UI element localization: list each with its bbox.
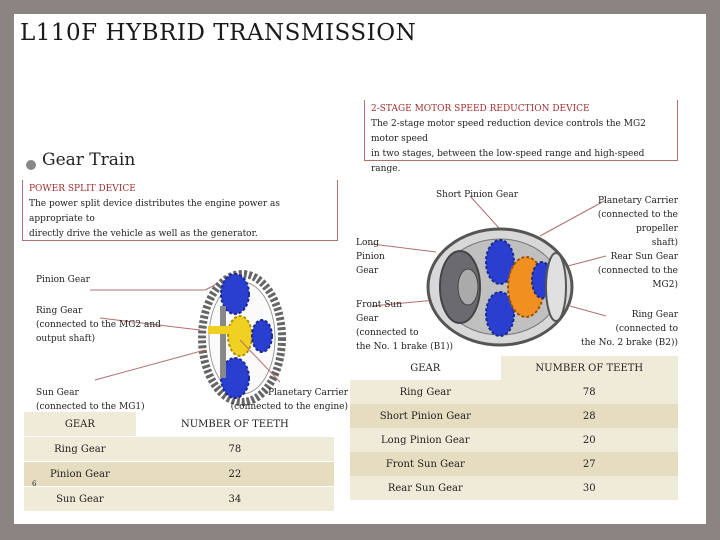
label-front-sun-l3: (connected to: [356, 328, 419, 338]
motor-box-heading: 2-STAGE MOTOR SPEED REDUCTION DEVICE: [371, 104, 590, 114]
pinion-bottom-shape: [220, 357, 250, 399]
table-cell-teeth: 28: [500, 404, 678, 428]
carrier-shaft-shape: [220, 306, 226, 378]
table-cell-teeth: 22: [135, 461, 334, 487]
pinion-top-shape: [220, 273, 250, 315]
table-header-teeth: NUMBER OF TEETH: [500, 356, 678, 380]
label-front-sun-gear: Front Sun Gear (connected to the No. 1 b…: [356, 298, 453, 354]
label-pinion-gear: Pinion Gear: [36, 275, 90, 285]
split-box-heading: POWER SPLIT DEVICE: [29, 184, 136, 194]
power-split-box: POWER SPLIT DEVICE The power split devic…: [22, 180, 338, 241]
label-carrier-right-l2: (connected to the propeller: [597, 210, 678, 234]
label-carrier-left-l1: Planetary Carrier: [267, 388, 348, 398]
table-cell-gear: Rear Sun Gear: [350, 476, 501, 500]
split-box-line2: directly drive the vehicle as well as th…: [29, 229, 258, 239]
table-cell-teeth: 20: [500, 428, 678, 452]
label-rear-sun-l1: Rear Sun Gear: [610, 252, 678, 262]
label-long-pinion-l2: Pinion: [356, 252, 385, 262]
label-ring-gear-l1: Ring Gear: [36, 306, 83, 316]
label-carrier-left-l2: (connected to the engine): [230, 402, 348, 412]
table-header-teeth: NUMBER OF TEETH: [135, 412, 334, 437]
label-sun-gear-l2: (connected to the MG1): [36, 402, 145, 412]
table-cell-teeth: 78: [135, 436, 334, 462]
table-cell-gear: Front Sun Gear: [350, 452, 501, 476]
table-row: Ring Gear 78: [24, 436, 334, 462]
motor-box-line1: The 2-stage motor speed reduction device…: [371, 119, 646, 144]
power-split-teeth-table: GEAR NUMBER OF TEETH Ring Gear 78 Pinion…: [24, 412, 334, 512]
table-cell-gear: Long Pinion Gear: [350, 428, 501, 452]
label-front-sun-l4: the No. 1 brake (B1)): [356, 342, 453, 352]
table-cell-teeth: 30: [500, 476, 678, 500]
table-row: Ring Gear 78: [350, 380, 678, 404]
bullet-dot: [26, 160, 36, 170]
label-ring-gear: Ring Gear (connected to the MG2 and outp…: [36, 304, 161, 346]
table-row: Front Sun Gear 27: [350, 452, 678, 476]
label-rear-sun-l3: MG2): [652, 280, 678, 290]
table-cell-teeth: 27: [500, 452, 678, 476]
table-row: Short Pinion Gear 28: [350, 404, 678, 428]
table-row: Long Pinion Gear 20: [350, 428, 678, 452]
label-ring-gear-l3: output shaft): [36, 334, 96, 344]
label-carrier-right-l1: Planetary Carrier: [597, 196, 678, 206]
label-rear-sun-l2: (connected to the: [597, 266, 678, 276]
table-header-row: GEAR NUMBER OF TEETH: [24, 412, 334, 437]
table-cell-gear: Pinion Gear: [24, 461, 136, 487]
table-cell-gear: Ring Gear: [24, 436, 136, 462]
table-header-row: GEAR NUMBER OF TEETH: [350, 356, 678, 380]
table-cell-teeth: 34: [135, 486, 334, 512]
label-long-pinion: Long Pinion Gear: [356, 236, 385, 278]
ring-gear-shape: [198, 270, 286, 406]
table-cell-gear: Sun Gear: [24, 486, 136, 512]
hub-left-shape: [457, 268, 479, 306]
carrier-plate-shape: [545, 252, 567, 322]
table-cell-gear: Ring Gear: [350, 380, 501, 404]
sun-shaft-shape: [208, 326, 234, 334]
pinion-right-shape: [251, 319, 273, 353]
label-sun-gear-l1: Sun Gear: [36, 388, 79, 398]
label-short-pinion: Short Pinion Gear: [436, 190, 519, 200]
label-ring-right-l1: Ring Gear: [631, 310, 678, 320]
table-cell-gear: Short Pinion Gear: [350, 404, 501, 428]
label-long-pinion-l1: Long: [356, 238, 379, 248]
two-stage-teeth-table: GEAR NUMBER OF TEETH Ring Gear 78 Short …: [350, 356, 678, 500]
table-row: Pinion Gear 22: [24, 461, 334, 487]
table-row: Rear Sun Gear 30: [350, 476, 678, 500]
motor-reduction-box: 2-STAGE MOTOR SPEED REDUCTION DEVICE The…: [364, 100, 678, 174]
split-box-line1: The power split device distributes the e…: [29, 199, 280, 224]
label-front-sun-l1: Front Sun: [356, 300, 402, 310]
table-header-gear: GEAR: [350, 356, 501, 380]
page-title: L110F HYBRID TRANSMISSION: [20, 20, 417, 46]
table-header-gear: GEAR: [24, 412, 136, 437]
label-ring-gear-l2: (connected to the MG2 and: [36, 320, 161, 330]
label-ring-right-l2: (connected to: [615, 324, 678, 334]
label-ring-gear-right: Ring Gear (connected to the No. 2 brake …: [560, 308, 678, 350]
bullet-gear-train: Gear Train: [42, 150, 136, 170]
label-rear-sun-gear: Rear Sun Gear (connected to the MG2): [576, 250, 678, 292]
label-planetary-carrier-right: Planetary Carrier (connected to the prop…: [556, 194, 678, 250]
label-long-pinion-l3: Gear: [356, 266, 379, 276]
long-pinion-shape: [485, 239, 515, 285]
two-stage-diagram: [426, 227, 574, 347]
label-planetary-carrier-left: Planetary Carrier (connected to the engi…: [224, 386, 348, 414]
table-cell-teeth: 78: [500, 380, 678, 404]
label-ring-right-l3: the No. 2 brake (B2)): [581, 338, 678, 348]
label-front-sun-l2: Gear: [356, 314, 379, 324]
page-number: 6: [32, 480, 37, 488]
long-pinion-lower-shape: [485, 291, 515, 337]
label-sun-gear: Sun Gear (connected to the MG1): [36, 386, 145, 414]
label-carrier-right-l3: shaft): [651, 238, 678, 248]
motor-box-line2: in two stages, between the low-speed ran…: [371, 149, 645, 174]
table-row: Sun Gear 34: [24, 486, 334, 512]
